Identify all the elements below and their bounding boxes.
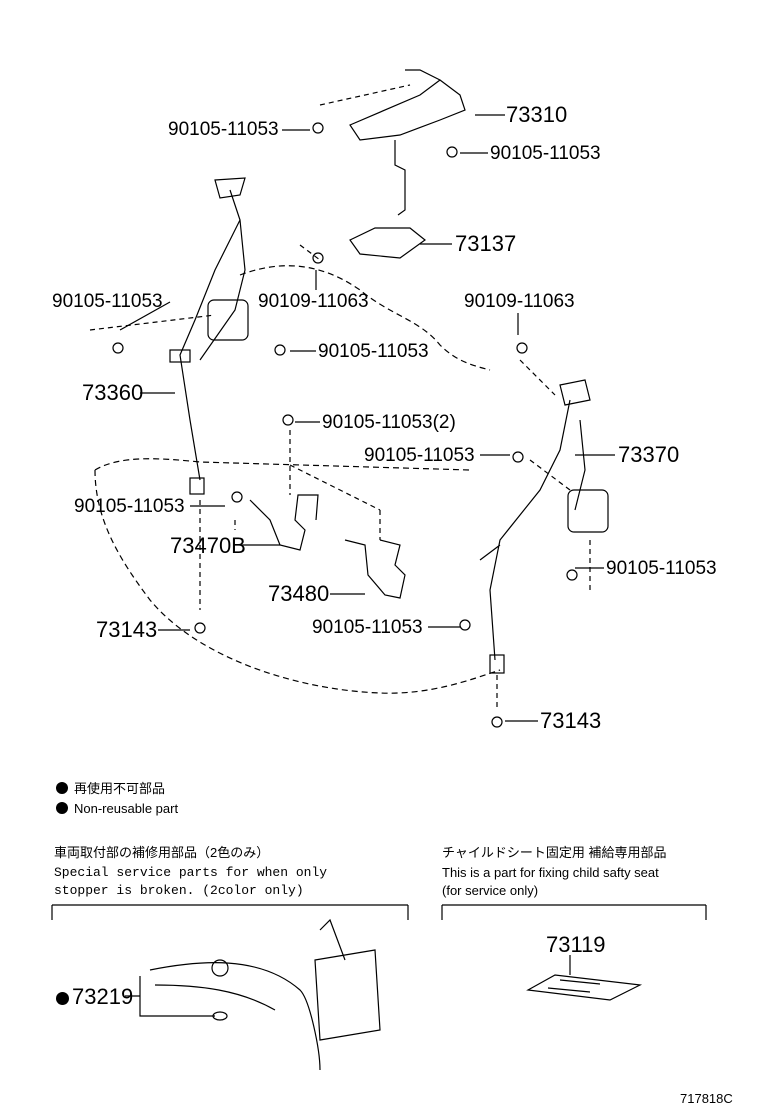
belt-left-73360 bbox=[179, 189, 246, 481]
label-73219: 73219 bbox=[56, 986, 133, 1008]
non-reusable-dot-icon bbox=[56, 802, 68, 814]
label-73370: 73370 bbox=[618, 442, 680, 467]
label-73119: 73119 bbox=[546, 932, 606, 957]
buckle-73470B bbox=[249, 494, 319, 551]
seat-back-outline bbox=[239, 265, 491, 371]
non-reusable-dot-icon bbox=[56, 992, 69, 1005]
cover-73137 bbox=[349, 227, 426, 259]
label-73470B: 73470B bbox=[170, 533, 246, 558]
label-90109-1: 90109-11063 bbox=[258, 291, 369, 312]
child-seat-part-73119 bbox=[526, 974, 643, 1001]
label-90105-2: 90105-11053 bbox=[490, 143, 601, 164]
label-90105-5: 90105-11053(2) bbox=[322, 412, 456, 433]
label-90105-9: 90105-11053 bbox=[312, 617, 423, 638]
note-right-jp: チャイルドシート固定用 補給専用部品 bbox=[442, 845, 667, 860]
note-left-en2: stopper is broken. (2color only) bbox=[54, 883, 304, 898]
note-right-en2: (for service only) bbox=[442, 883, 539, 898]
label-90105-3: 90105-11053 bbox=[52, 291, 163, 312]
note-left-en1: Special service parts for when only bbox=[54, 865, 328, 880]
label-90105-6: 90105-11053 bbox=[364, 445, 475, 466]
label-90105-7: 90105-11053 bbox=[74, 496, 185, 517]
note-left-jp: 車両取付部の補修用部品（2色のみ） bbox=[54, 845, 270, 860]
floor-outline bbox=[94, 458, 501, 694]
label-73360: 73360 bbox=[82, 380, 144, 405]
belt-right-73370 bbox=[479, 399, 586, 661]
label-73480: 73480 bbox=[268, 581, 330, 606]
label-90109-2: 90109-11063 bbox=[464, 291, 575, 312]
label-73143-2: 73143 bbox=[540, 708, 602, 733]
label-90105-1: 90105-11053 bbox=[168, 119, 279, 140]
buckle-73480 bbox=[344, 539, 406, 599]
legend-jp: 再使用不可部品 bbox=[56, 782, 165, 795]
label-73143-1: 73143 bbox=[96, 617, 158, 642]
label-90105-4: 90105-11053 bbox=[318, 341, 429, 362]
retractor-bracket-73310 bbox=[349, 79, 466, 141]
bolt-icons bbox=[112, 122, 578, 728]
non-reusable-dot-icon bbox=[56, 782, 68, 794]
label-73137: 73137 bbox=[455, 231, 517, 256]
label-90105-8: 90105-11053 bbox=[606, 558, 717, 579]
legend-en: Non-reusable part bbox=[56, 802, 178, 815]
note-right-en1: This is a part for fixing child safty se… bbox=[442, 865, 659, 880]
diagram-id: 717818C bbox=[680, 1091, 733, 1106]
label-73310: 73310 bbox=[506, 102, 568, 127]
stopper-illustration bbox=[149, 918, 381, 1071]
